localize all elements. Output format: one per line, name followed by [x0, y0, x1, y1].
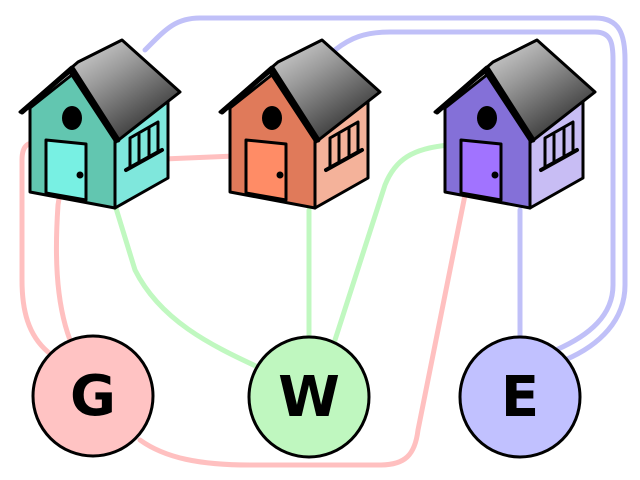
utility-label: E [501, 365, 539, 430]
house-door [244, 138, 288, 202]
utility-label: G [70, 364, 116, 429]
utility-circle [458, 335, 582, 459]
utility-circle [31, 334, 155, 458]
utility-circle [247, 335, 371, 459]
house-1 [18, 38, 182, 210]
connection-water-to-house-3 [332, 142, 453, 343]
utility-node-water: W [247, 335, 371, 459]
door-knob-icon [76, 171, 84, 179]
connection-electricity-to-house-2 [332, 29, 616, 353]
attic-window-icon [62, 106, 82, 130]
connection-water-to-house-1 [112, 202, 263, 371]
connection-lines [19, 15, 628, 468]
house-door [44, 138, 88, 202]
house-door [459, 138, 503, 202]
utility-node-gas: G [31, 334, 155, 458]
house-3 [433, 38, 597, 210]
door-knob-icon [491, 171, 499, 179]
attic-window-icon [262, 106, 282, 130]
connection-gas-to-house-3 [137, 177, 471, 468]
door-knob-icon [276, 171, 284, 179]
house-2 [218, 38, 382, 210]
utility-node-electricity: E [458, 335, 582, 459]
utility-label: W [278, 365, 340, 430]
attic-window-icon [477, 106, 497, 130]
connection-electricity-to-house-1 [142, 15, 628, 363]
houses [18, 38, 597, 210]
